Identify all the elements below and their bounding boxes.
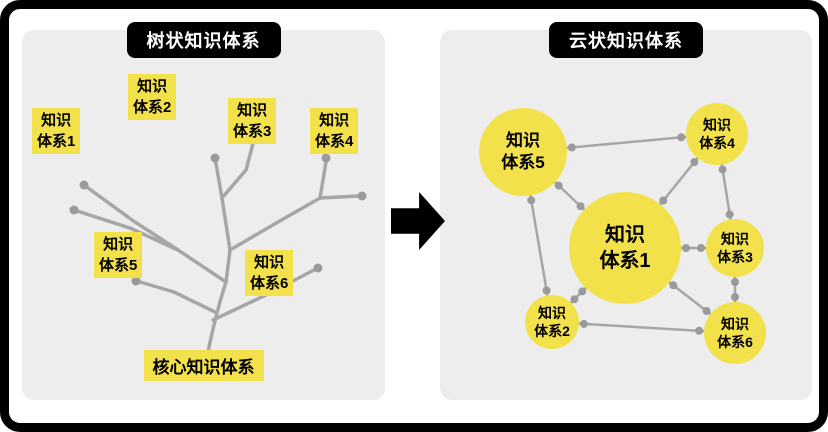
- tree-branch-tips: [69, 131, 367, 286]
- network-node-n2: 知识 体系2: [525, 295, 579, 349]
- edge-junction-dot: [554, 181, 563, 190]
- edge-junction-dot: [527, 196, 536, 205]
- edge-junction-dot: [659, 196, 668, 205]
- label-knowledge-1: 知识 体系1: [32, 108, 81, 154]
- right-arrow-icon: [391, 192, 445, 250]
- edge-junction-dot: [725, 210, 734, 219]
- label-knowledge-3: 知识 体系3: [228, 98, 277, 144]
- edge-junction-dot: [567, 143, 576, 152]
- edge-junction-dot: [677, 133, 686, 142]
- label-knowledge-4: 知识 体系4: [310, 108, 359, 154]
- network-node-n5: 知识 体系5: [479, 108, 567, 196]
- network-node-n4: 知识 体系4: [686, 103, 748, 165]
- tree-branches: [72, 134, 360, 370]
- edge-junction-dot: [570, 295, 579, 304]
- tree-panel-title: 树状知识体系: [126, 22, 281, 58]
- edge-junction-dot: [690, 158, 699, 166]
- edge-junction-dot: [731, 278, 739, 286]
- network-node-n1: 知识 体系1: [569, 192, 681, 304]
- label-knowledge-5: 知识 体系5: [94, 232, 143, 278]
- network-node-n6: 知识 体系6: [704, 302, 766, 364]
- edge-junction-dot: [695, 326, 704, 335]
- edge-junction-dot: [731, 293, 739, 301]
- cloud-panel-title: 云状知识体系: [549, 22, 703, 58]
- edge-junction-dot: [697, 244, 705, 252]
- edge-junction-dot: [718, 165, 727, 174]
- edge-junction-dot: [669, 281, 678, 290]
- edge-junction-dot: [702, 307, 711, 315]
- edge-junction-dot: [542, 286, 551, 295]
- tree-panel: 树状知识体系: [22, 22, 385, 400]
- edge-junction-dot: [682, 244, 690, 252]
- network-node-n3: 知识 体系3: [706, 219, 764, 277]
- core-knowledge-label: 核心知识体系: [143, 350, 264, 381]
- tree-diagram: [69, 131, 367, 370]
- label-knowledge-2: 知识 体系2: [128, 74, 177, 120]
- edge-junction-dot: [579, 319, 588, 328]
- edge-junction-dot: [578, 287, 587, 296]
- edge-junction-dot: [576, 202, 585, 211]
- label-knowledge-6: 知识 体系6: [245, 250, 294, 296]
